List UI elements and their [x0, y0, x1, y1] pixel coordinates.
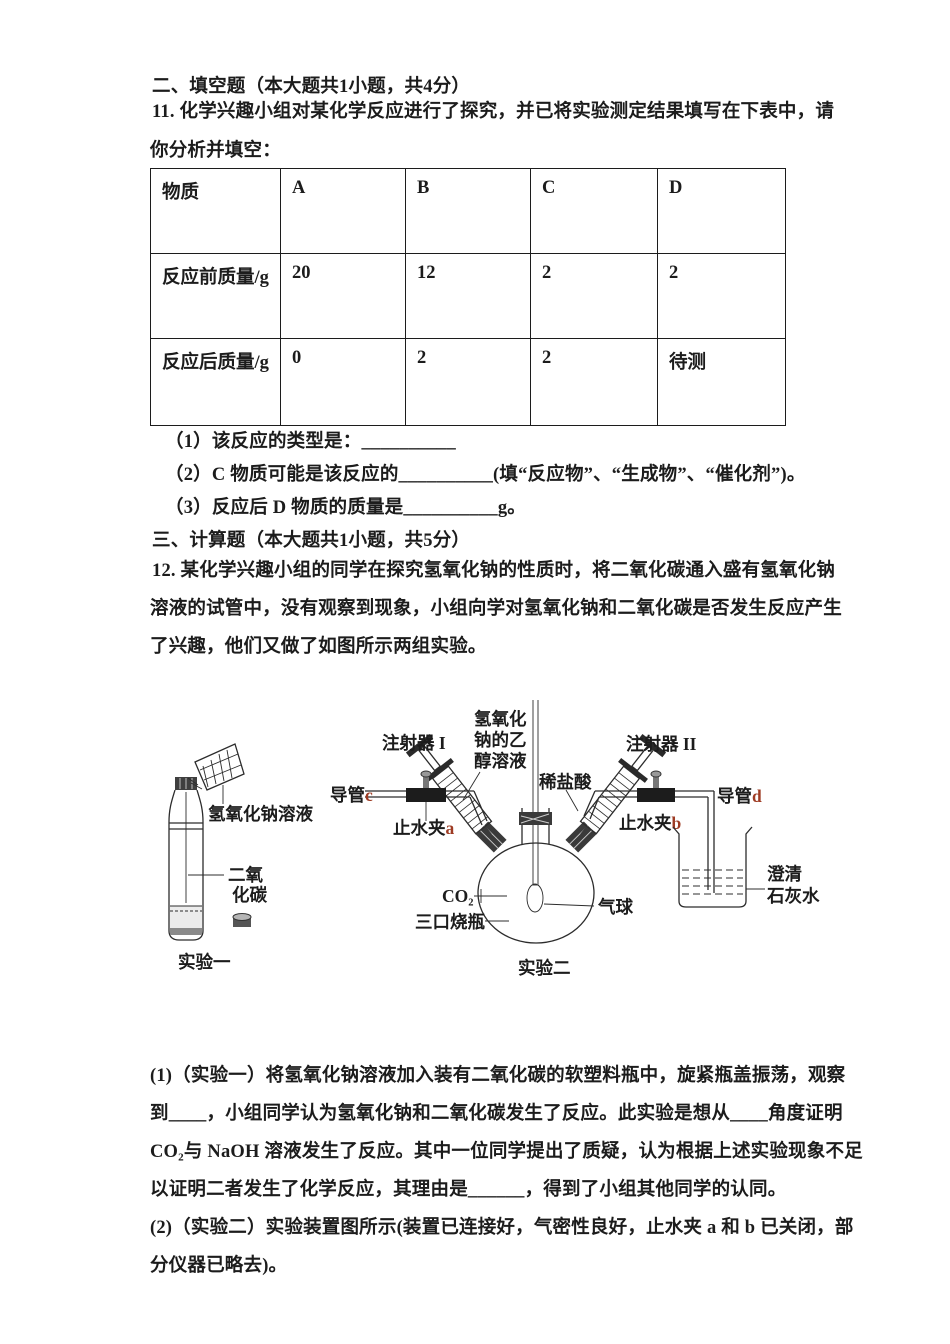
section3-heading: 三、计算题（本大题共1小题，共5分）	[152, 531, 471, 551]
duct-d-label: 导管d	[717, 786, 762, 806]
q11-sub2: （2）C 物质可能是该反应的__________(填“反应物”、“生成物”、“催…	[165, 465, 806, 485]
pinch-clamp-a	[406, 770, 446, 821]
naoh-solution-label: 氢氧化钠溶液	[208, 804, 313, 824]
table-header-cell: C	[530, 168, 658, 254]
table-header-cell: D	[657, 168, 786, 254]
table-cell: 0	[280, 338, 406, 426]
co2-bottle-label-line2: 化碳	[232, 885, 267, 905]
q12-line1: 12. 某化学兴趣小组的同学在探究氢氧化钠的性质时，将二氧化碳通入盛有氢氧化钠	[152, 561, 836, 581]
p1-line4: 以证明二者发生了化学反应，其理由是______，得到了小组其他同学的认同。	[150, 1180, 787, 1200]
center-tube	[519, 700, 552, 884]
three-neck-flask	[477, 842, 595, 944]
leader-dilute-hcl	[565, 789, 579, 812]
plastic-bottle	[168, 777, 204, 941]
dilute-hcl-label: 稀盐酸	[539, 772, 592, 792]
q11-line2: 你分析并填空：	[150, 141, 281, 161]
table-cell: 2	[405, 338, 531, 426]
table-cell: 2	[530, 253, 658, 339]
clamp-a-label: 止水夹a	[393, 818, 455, 838]
exp2-caption: 实验二	[518, 958, 571, 978]
co2-bottle-label-line1: 二氧	[228, 865, 263, 885]
syringe-2-label: 注射器 II	[626, 734, 697, 754]
syringe-1-label: 注射器 I	[382, 733, 446, 753]
p1-line3: CO₂与 NaOH 溶液发生了反应。其中一位同学提出了质疑，认为根据上述实验现象…	[150, 1142, 863, 1162]
table-cell: 2	[657, 253, 786, 339]
section2-heading: 二、填空题（本大题共1小题，共4分）	[152, 77, 471, 97]
q11-sub3: （3）反应后 D 物质的质量是__________g。	[165, 498, 527, 518]
q12-line2: 溶液的试管中，没有观察到现象，小组向学对氢氧化钠和二氧化碳是否发生反应产生	[150, 599, 842, 619]
naoh-ethanol-label-line2: 钠的乙	[474, 730, 527, 750]
naoh-ethanol-label-line1: 氢氧化	[474, 709, 527, 729]
exp1-caption: 实验一	[178, 952, 231, 972]
table-cell: 待测	[657, 338, 786, 426]
p2-line1: (2)（实验二）实验装置图所示(装置已连接好，气密性良好，止水夹 a 和 b 已…	[150, 1218, 854, 1238]
clamp-b-label: 止水夹b	[619, 813, 682, 833]
q11-sub1: （1）该反应的类型是：__________	[165, 432, 456, 452]
leader-naoh-ethanol	[462, 771, 481, 801]
apparatus-figure: 氢氧化钠溶液 二氧 化碳 实验一	[168, 700, 820, 978]
table-cell: 反应前质量/g	[150, 253, 281, 339]
left-joint	[475, 821, 507, 853]
table-header-cell: A	[280, 168, 406, 254]
naoh-ethanol-label-line3: 醇溶液	[474, 751, 527, 771]
balloon	[526, 883, 544, 913]
bottle-cap-aside	[232, 913, 252, 927]
pouring-cup	[187, 743, 245, 791]
q12-line3: 了兴趣，他们又做了如图所示两组实验。	[150, 637, 487, 657]
table-header-cell: B	[405, 168, 531, 254]
pinch-clamp-b	[637, 770, 675, 802]
bottle-liquid	[170, 906, 202, 932]
p1-line2: 到____，小组同学认为氢氧化钠和二氧化碳发生了反应。此实验是想从____角度证…	[150, 1104, 843, 1124]
table-cell: 2	[530, 338, 658, 426]
limewater-label-line2: 石灰水	[766, 886, 820, 906]
leader-balloon	[543, 903, 595, 907]
q11-line1: 11. 化学兴趣小组对某化学反应进行了探究，并已将实验测定结果填写在下表中，请	[152, 102, 835, 122]
duct-c-label: 导管c	[330, 785, 373, 805]
pour-stream	[187, 777, 199, 786]
table-cell: 20	[280, 253, 406, 339]
syringe-2	[579, 733, 667, 837]
reaction-mass-table: 物质 A B C D 反应前质量/g 20 12 2 2 反应后质量/g 0 2…	[150, 168, 786, 426]
co2-formula-label: CO₂	[442, 886, 474, 906]
p2-line2: 分仪器已略去)。	[150, 1256, 288, 1276]
table-cell: 反应后质量/g	[150, 338, 281, 426]
limewater-beaker	[672, 826, 753, 908]
balloon-label: 气球	[597, 897, 633, 917]
flask-label: 三口烧瓶	[415, 912, 485, 932]
right-joint	[565, 821, 597, 853]
limewater-label-line1: 澄清	[767, 864, 802, 884]
p1-line1: (1)（实验一）将氢氧化钠溶液加入装有二氧化碳的软塑料瓶中，旋紧瓶盖振荡，观察	[150, 1066, 846, 1086]
table-cell: 12	[405, 253, 531, 339]
table-header-cell: 物质	[150, 168, 281, 254]
